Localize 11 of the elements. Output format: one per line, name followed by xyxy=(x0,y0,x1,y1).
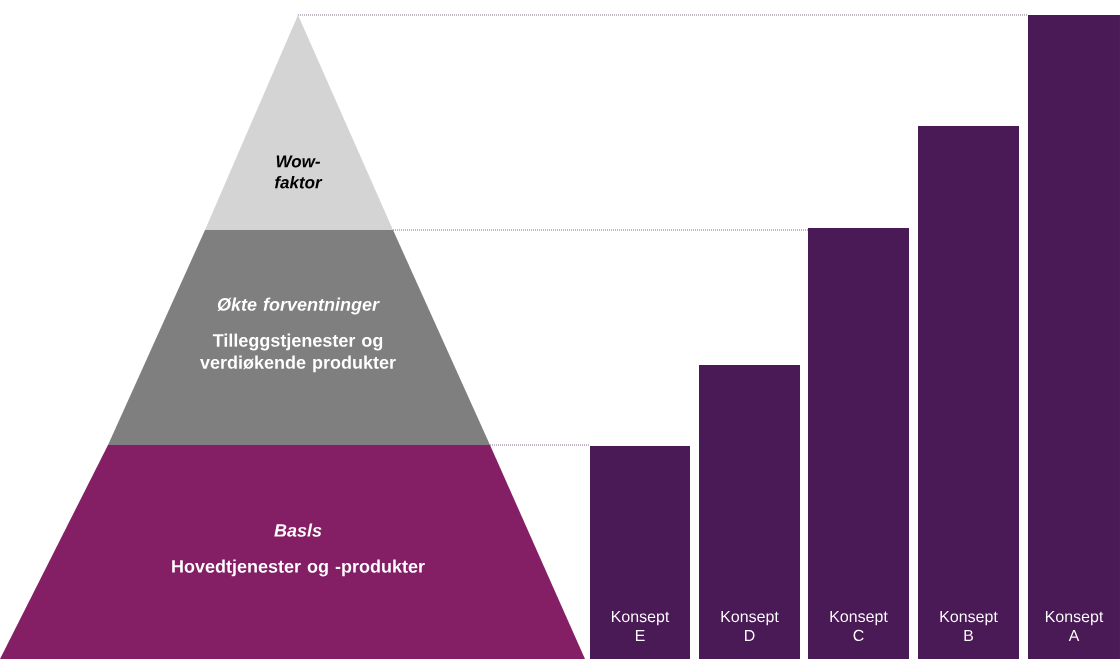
guide-line xyxy=(489,444,591,446)
concept-bar: Konsept A xyxy=(1028,15,1120,659)
concept-bar: Konsept D xyxy=(699,365,800,659)
guide-line xyxy=(297,14,1029,16)
concept-bar: Konsept C xyxy=(808,228,909,659)
concept-bar: Konsept B xyxy=(918,126,1019,659)
pyramid-band: Økte forventninger Tilleggstjenester og verdiøkende produkter xyxy=(108,230,490,445)
guide-line xyxy=(392,229,809,231)
pyramid-band: Basls Hovedtjenester og -produkter xyxy=(0,445,585,659)
pyramid-band: Wow- faktor xyxy=(205,15,393,230)
concept-bar: Konsept E xyxy=(590,446,690,659)
